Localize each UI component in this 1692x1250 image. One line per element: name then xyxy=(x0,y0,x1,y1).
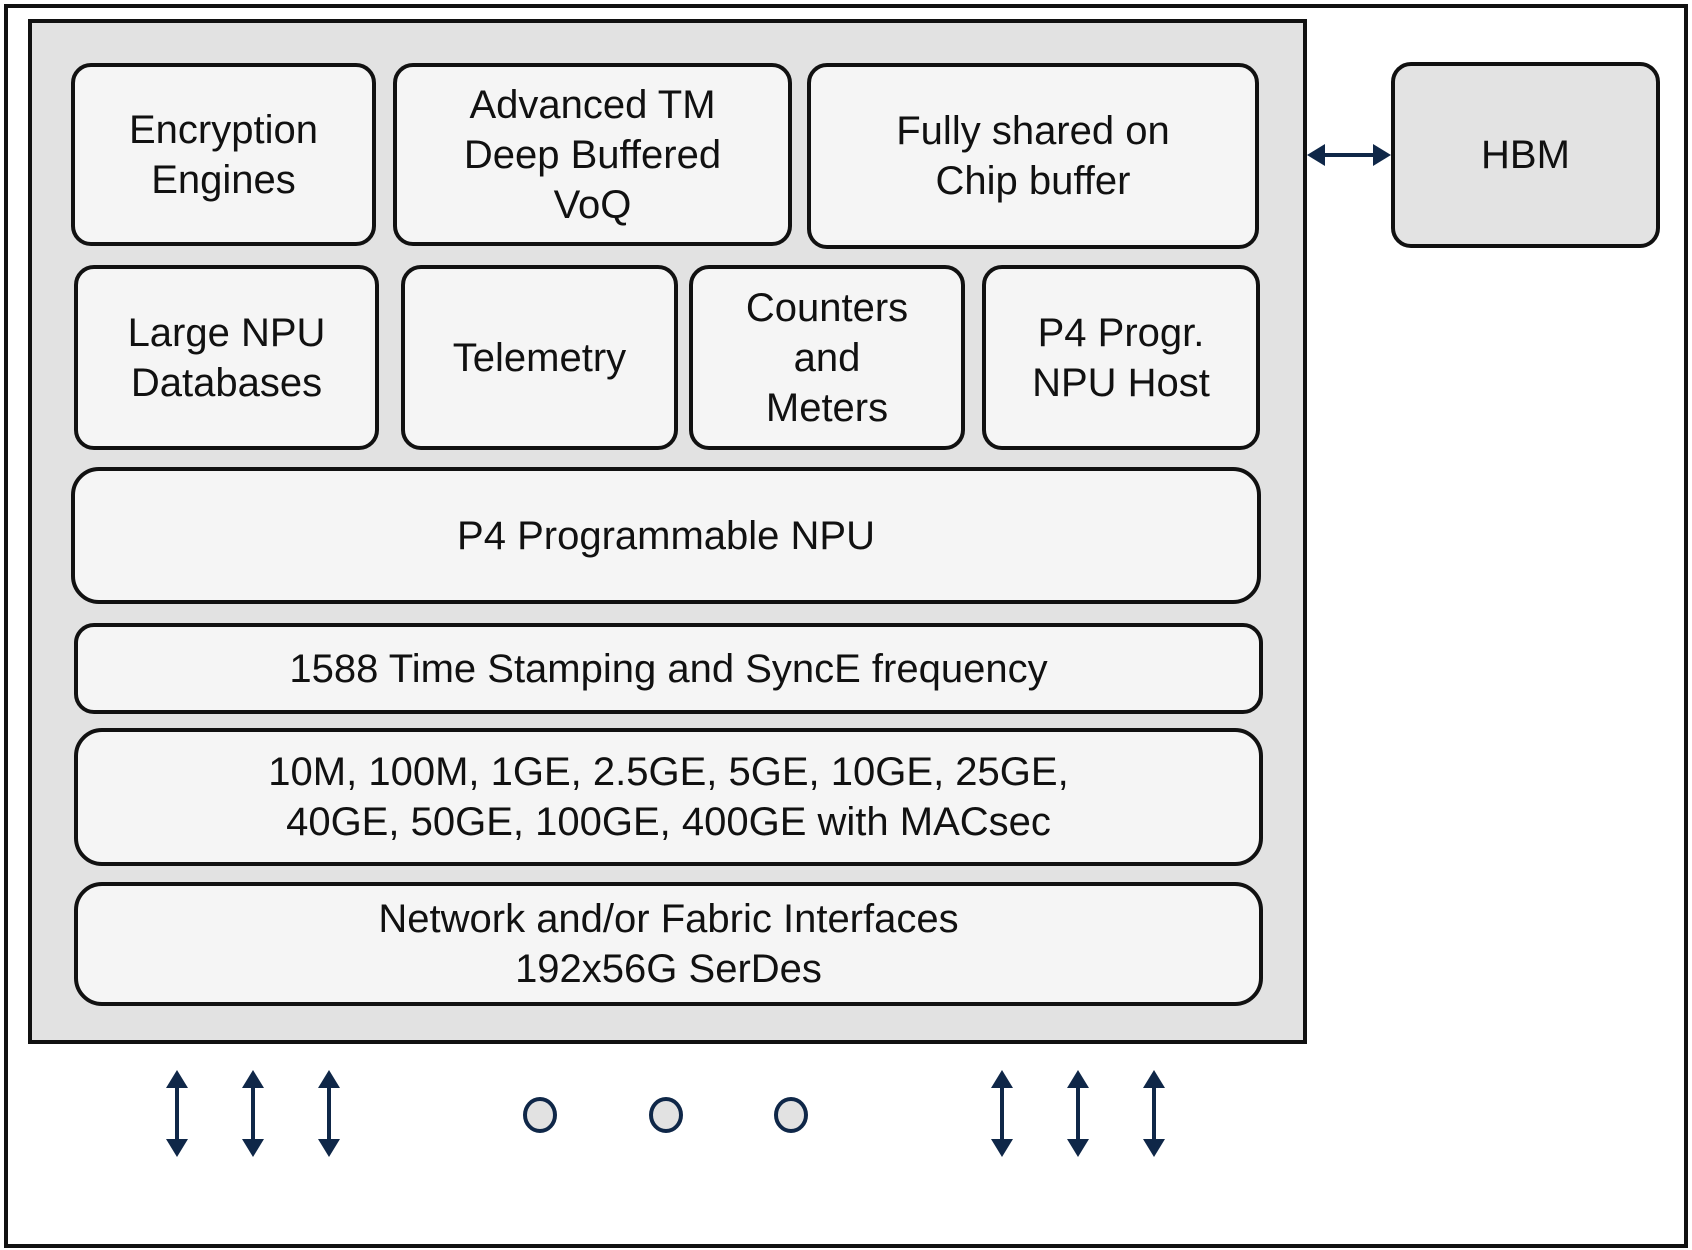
encryption-engines-block: Encryption Engines xyxy=(71,63,376,246)
io-arrow-icon xyxy=(242,1070,264,1157)
hbm-block: HBM xyxy=(1391,62,1660,248)
io-arrow-icon xyxy=(1143,1070,1165,1157)
telemetry-label: Telemetry xyxy=(452,335,627,380)
timestamping-label: 1588 Time Stamping and SyncE frequency xyxy=(289,646,1048,691)
port-speeds-label: 10M, 100M, 1GE, 2.5GE, 5GE, 10GE, 25GE, … xyxy=(268,750,1069,844)
shared-buffer-block: Fully shared on Chip buffer xyxy=(807,63,1259,249)
io-arrow-icon xyxy=(1067,1070,1089,1157)
encryption-engines-label: Encryption Engines xyxy=(129,107,318,202)
timestamping-block: 1588 Time Stamping and SyncE frequency xyxy=(74,623,1263,714)
npu-host-block: P4 Progr. NPU Host xyxy=(982,265,1260,450)
p4-npu-block: P4 Programmable NPU xyxy=(71,467,1261,604)
shared-buffer-label: Fully shared on Chip buffer xyxy=(896,109,1170,203)
advanced-tm-label: Advanced TM Deep Buffered VoQ xyxy=(463,82,722,227)
hbm-label: HBM xyxy=(1481,133,1570,177)
counters-meters-block: Counters and Meters xyxy=(689,265,965,450)
interfaces-block: Network and/or Fabric Interfaces 192x56G… xyxy=(74,882,1263,1006)
io-arrow-icon xyxy=(166,1070,188,1157)
npu-host-label: P4 Progr. NPU Host xyxy=(1032,310,1210,405)
ellipsis-dot-icon xyxy=(523,1097,557,1133)
p4-npu-label: P4 Programmable NPU xyxy=(457,513,875,558)
npu-databases-label: Large NPU Databases xyxy=(127,310,326,405)
counters-meters-label: Counters and Meters xyxy=(745,285,909,430)
advanced-tm-block: Advanced TM Deep Buffered VoQ xyxy=(393,63,792,246)
io-arrow-icon xyxy=(991,1070,1013,1157)
interfaces-label: Network and/or Fabric Interfaces 192x56G… xyxy=(378,897,959,991)
ellipsis-dot-icon xyxy=(649,1097,683,1133)
telemetry-block: Telemetry xyxy=(401,265,678,450)
port-speeds-block: 10M, 100M, 1GE, 2.5GE, 5GE, 10GE, 25GE, … xyxy=(74,728,1263,866)
npu-databases-block: Large NPU Databases xyxy=(74,265,379,450)
ellipsis-dot-icon xyxy=(774,1097,808,1133)
hbm-link-arrow-icon xyxy=(1307,144,1391,166)
io-arrow-icon xyxy=(318,1070,340,1157)
